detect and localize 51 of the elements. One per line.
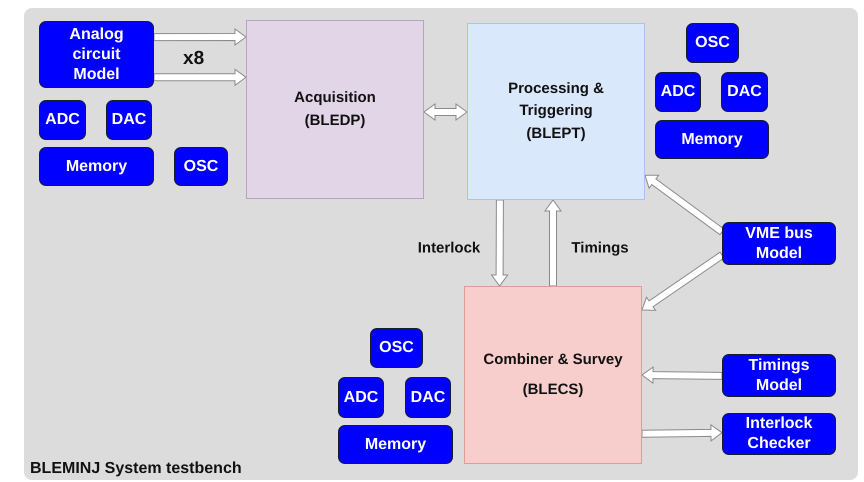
component-label: ADC: [660, 82, 696, 102]
hollow-arrow: [154, 68, 247, 86]
component-label: Interlock Checker: [744, 414, 814, 454]
panel-title: BLEMINJ System testbench: [30, 460, 242, 478]
component-box: [39, 100, 86, 140]
hollow-arrow: [642, 424, 723, 442]
component-label: Memory: [681, 130, 743, 150]
component-box: [174, 147, 228, 186]
module-label: Processing & Triggering (BLEPT): [507, 78, 605, 144]
component-label: OSC: [695, 33, 730, 53]
hollow-arrow: [641, 252, 725, 311]
component-box: [370, 328, 423, 368]
component-box: [721, 72, 768, 112]
component-box: [338, 425, 453, 464]
component-label: DAC: [410, 388, 446, 408]
hollow-arrow: [490, 200, 509, 287]
component-label: Analog circuit Model: [68, 24, 125, 84]
component-box: [405, 377, 451, 418]
component-label: DAC: [112, 110, 146, 130]
module-box: [464, 286, 642, 464]
component-label: Timings Model: [747, 356, 811, 396]
component-label: ADC: [344, 388, 378, 408]
component-box: [106, 100, 152, 140]
component-box: [655, 72, 701, 112]
component-box: [722, 222, 836, 265]
edge-label: Timings: [569, 240, 631, 256]
component-box: [655, 120, 769, 159]
component-label: DAC: [727, 82, 762, 102]
component-box: [722, 413, 836, 455]
module-label: Acquisition (BLEDP): [293, 88, 377, 130]
component-label: ADC: [45, 110, 80, 130]
module-box: [467, 23, 645, 200]
component-box: [338, 377, 384, 418]
multiplicity-label: x8: [183, 48, 204, 70]
component-label: OSC: [184, 156, 218, 176]
component-box: [39, 147, 154, 186]
component-box: [722, 354, 836, 397]
component-label: Memory: [364, 434, 426, 454]
component-label: VME bus Model: [744, 224, 814, 264]
component-label: Memory: [66, 156, 128, 176]
hollow-arrow: [423, 103, 468, 121]
hollow-arrow: [641, 366, 722, 384]
module-label: Combiner & Survey (BLECS): [482, 350, 624, 400]
hollow-arrow: [154, 28, 247, 46]
hollow-arrow: [544, 199, 562, 286]
component-box: [39, 21, 154, 88]
component-box: [686, 23, 739, 63]
component-label: OSC: [379, 338, 414, 358]
testbench-panel: [24, 8, 858, 480]
module-box: [246, 20, 424, 199]
hollow-arrow: [644, 174, 725, 236]
